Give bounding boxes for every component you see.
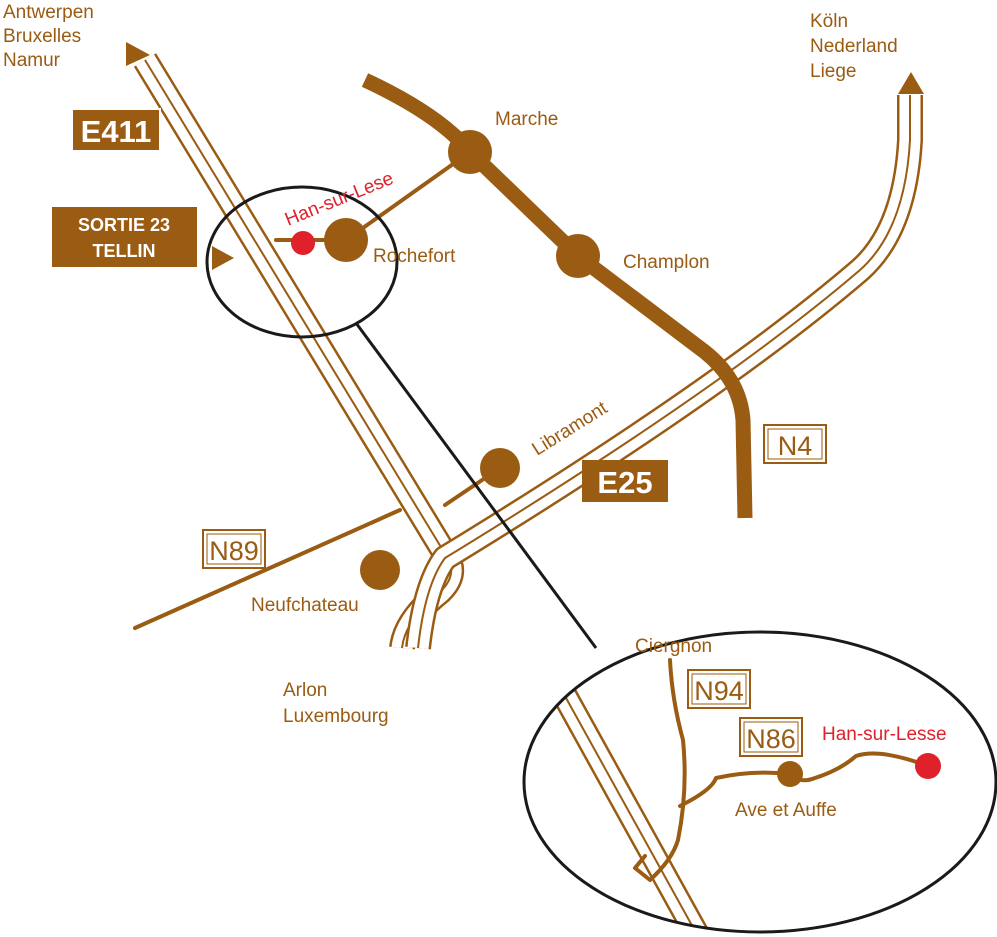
road-n4 bbox=[361, 73, 753, 519]
dot-han-main bbox=[291, 231, 315, 255]
dot-libramont bbox=[480, 448, 520, 488]
dot-marche bbox=[448, 130, 492, 174]
badge-exit-line2: TELLIN bbox=[93, 241, 156, 261]
dest-s-2: Luxembourg bbox=[283, 706, 389, 727]
dest-ne-1: Köln bbox=[810, 11, 848, 32]
badge-n94-text: N94 bbox=[694, 676, 744, 706]
badge-n89-text: N89 bbox=[209, 536, 259, 566]
badge-exit-line1: SORTIE 23 bbox=[78, 215, 170, 235]
label-ave-et-auffe: Ave et Auffe bbox=[735, 800, 837, 821]
dot-rochefort bbox=[324, 218, 368, 262]
town-dots bbox=[324, 130, 600, 590]
dest-s-1: Arlon bbox=[283, 680, 327, 701]
dest-nw-2: Bruxelles bbox=[3, 26, 81, 47]
road-marche-rochefort bbox=[344, 150, 472, 242]
road-n89 bbox=[133, 508, 402, 630]
label-marche: Marche bbox=[495, 109, 558, 130]
badge-n86: N86 bbox=[739, 717, 803, 757]
dot-ave-et-auffe bbox=[777, 761, 803, 787]
zoom-circle-large bbox=[522, 630, 997, 934]
badge-e25-text: E25 bbox=[597, 465, 652, 500]
dot-neufchateau bbox=[360, 550, 400, 590]
badge-n89: N89 bbox=[202, 529, 266, 569]
badge-n4-text: N4 bbox=[778, 431, 813, 461]
exit-arrow-icon bbox=[212, 246, 234, 270]
destination-north-west: Antwerpen Bruxelles Namur bbox=[3, 2, 94, 71]
badge-e25: E25 bbox=[582, 460, 668, 502]
zoom-circle-small bbox=[205, 185, 399, 339]
zoom-connector-line bbox=[354, 322, 598, 649]
label-neufchateau: Neufchateau bbox=[251, 595, 359, 616]
arrow-north-east-icon bbox=[898, 72, 924, 94]
inset-map bbox=[533, 653, 941, 932]
destination-north-east: Köln Nederland Liege bbox=[810, 11, 898, 82]
label-han-inset: Han-sur-Lesse bbox=[822, 724, 947, 745]
badge-exit: SORTIE 23 TELLIN bbox=[52, 207, 197, 267]
badge-n94: N94 bbox=[687, 669, 751, 709]
road-n86 bbox=[678, 751, 930, 808]
badge-e411-text: E411 bbox=[81, 114, 152, 149]
destination-south: Arlon Luxembourg bbox=[283, 680, 389, 727]
label-rochefort: Rochefort bbox=[373, 246, 456, 267]
motorway-e411 bbox=[133, 53, 465, 651]
dot-han-inset bbox=[915, 753, 941, 779]
label-champlon: Champlon bbox=[623, 252, 710, 273]
arrow-north-west-icon bbox=[126, 42, 150, 66]
badge-n86-text: N86 bbox=[746, 724, 796, 754]
road-n94 bbox=[633, 658, 687, 882]
label-ciergnon: Ciergnon bbox=[635, 636, 712, 657]
badge-e411: E411 bbox=[71, 108, 161, 152]
dest-ne-2: Nederland bbox=[810, 36, 898, 57]
dot-champlon bbox=[556, 234, 600, 278]
badge-n4: N4 bbox=[763, 424, 827, 464]
dest-nw-1: Antwerpen bbox=[3, 2, 94, 23]
dest-nw-3: Namur bbox=[3, 50, 61, 71]
dest-ne-3: Liege bbox=[810, 61, 857, 82]
